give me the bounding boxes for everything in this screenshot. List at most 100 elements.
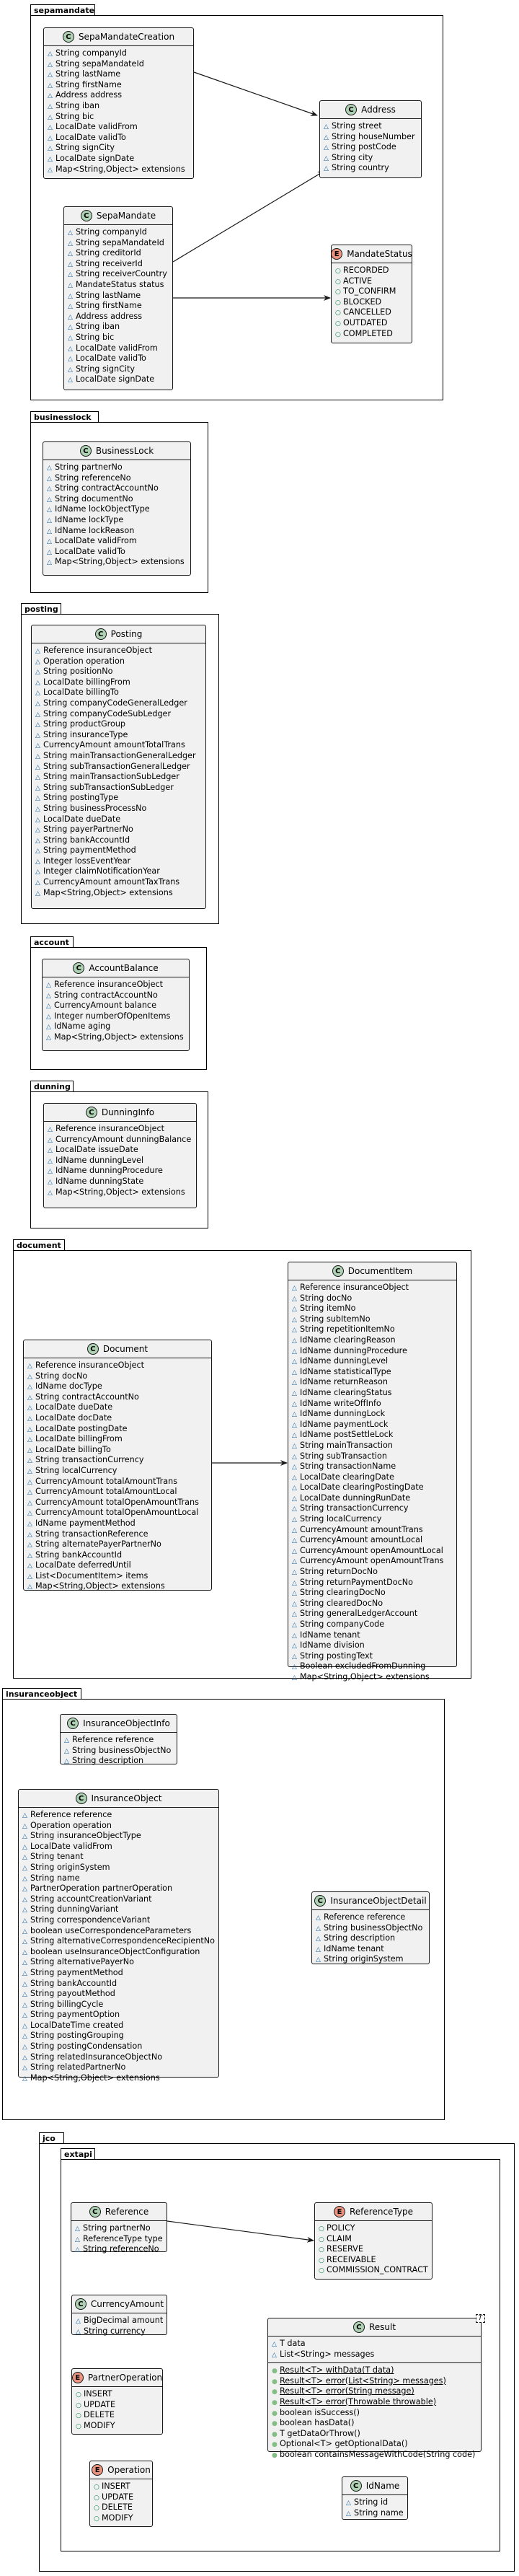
member-text: String originSystem [30, 1862, 110, 1872]
package-visibility-icon: △ [324, 165, 329, 173]
package-visibility-icon: △ [48, 145, 53, 153]
package-visibility-icon: △ [46, 1003, 51, 1011]
package-visibility-icon: △ [64, 1747, 69, 1755]
package-visibility-icon: △ [292, 1674, 297, 1682]
member-text: IdName aging [54, 1021, 111, 1032]
package-visibility-icon: △ [35, 648, 40, 655]
enum-values: ○INSERT○UPDATE○DELETE○MODIFY [90, 2479, 152, 2526]
package-visibility-icon: △ [35, 805, 40, 813]
class-field: △String lastName [68, 291, 169, 302]
class-field: △String postingCondensation [22, 2041, 216, 2052]
class-field: △String localCurrency [27, 1466, 208, 1477]
class-field: △String relatedPartnerNo [22, 2062, 216, 2073]
class-field: △String street [324, 121, 418, 132]
package-visibility-icon: △ [22, 1959, 27, 1967]
member-text: String firstName [76, 301, 142, 311]
package-visibility-icon: △ [68, 271, 73, 279]
public-circle-icon: ○ [319, 2246, 324, 2254]
member-text: Reference reference [324, 1912, 406, 1922]
enum-referencetype: E ReferenceType ○POLICY○CLAIM○RESERVE○RE… [314, 2202, 432, 2280]
package-visibility-icon: △ [68, 250, 73, 258]
member-text: String companyCodeGeneralLedger [43, 698, 187, 708]
package-visibility-icon: △ [316, 1925, 321, 1933]
class-field: △LocalDateTime created [22, 2021, 216, 2031]
class-name: InsuranceObject [91, 1793, 162, 1803]
member-text: String localCurrency [300, 1514, 382, 1524]
public-method-icon: ● [272, 2399, 278, 2406]
member-text: String payerPartnerNo [43, 825, 133, 835]
member-text: LocalDate billingFrom [35, 1434, 123, 1444]
member-text: String alternativePayerNo [30, 1957, 134, 1967]
package-visibility-icon: △ [47, 538, 52, 546]
member-text: Reference insuranceObject [35, 1360, 145, 1370]
class-field: △String docNo [27, 1371, 208, 1382]
package-visibility-icon: △ [27, 1457, 32, 1465]
public-circle-icon: ○ [335, 278, 341, 286]
class-field: △Map<String,Object> extensions [48, 164, 190, 175]
package-visibility-icon: △ [22, 1843, 27, 1851]
member-text: RESERVE [327, 2244, 363, 2254]
class-field: △IdName docType [27, 1381, 208, 1392]
class-field: △LocalDate validTo [48, 133, 190, 144]
member-text: INSERT [84, 2389, 112, 2399]
class-field: △Boolean excludedFromDunning [292, 1661, 453, 1672]
package-visibility-icon: △ [27, 1425, 32, 1433]
package-visibility-icon: △ [27, 1446, 32, 1454]
class-field: △String companyCodeSubLedger [35, 709, 203, 720]
member-text: String bic [56, 111, 94, 121]
package-visibility-icon: △ [316, 1956, 321, 1964]
member-text: Reference insuranceObject [56, 1124, 165, 1133]
class-field: △Map<String,Object> extensions [48, 1187, 193, 1198]
package-visibility-icon: △ [35, 795, 40, 803]
class-field: △String businessObjectNo [64, 1746, 174, 1757]
public-circle-icon: ○ [94, 2505, 99, 2513]
package-visibility-icon: △ [22, 2065, 27, 2072]
package-visibility-icon: △ [292, 1516, 297, 1524]
class-fields: △String partnerNo△ReferenceType type△Str… [71, 2221, 167, 2258]
class-field: △String companyCode [292, 1619, 453, 1630]
class-field: △CurrencyAmount totalAmountLocal [27, 1487, 208, 1498]
member-text: Map<String,Object> extensions [43, 887, 173, 897]
member-text: Map<String,Object> extensions [30, 2072, 160, 2083]
member-text: String paymentMethod [43, 845, 136, 856]
member-text: String houseNumber [332, 131, 415, 141]
member-text: String contractAccountNo [55, 483, 159, 493]
member-text: String postCode [332, 142, 396, 152]
member-text: String signCity [76, 364, 135, 374]
member-text: String description [324, 1933, 396, 1943]
class-field: △CurrencyAmount amountTotalTrans [35, 740, 203, 751]
member-text: String paymentOption [30, 2010, 120, 2020]
member-text: BigDecimal amount [84, 2316, 164, 2325]
class-field: △LocalDate deferredUntil [27, 1560, 208, 1571]
class-c-icon: C [74, 2298, 86, 2310]
member-text: IdName lockReason [55, 525, 135, 535]
member-text: COMMISSION_CONTRACT [327, 2265, 428, 2275]
package-visibility-icon: △ [22, 1833, 27, 1841]
class-insuranceobject: C InsuranceObject △Reference reference△O… [18, 1789, 219, 2083]
class-name: Posting [110, 629, 143, 639]
class-field: △LocalDate billingTo [35, 687, 203, 698]
class-field: △IdName clearingStatus [292, 1388, 453, 1399]
package-visibility-icon: △ [64, 1737, 69, 1744]
class-field: △IdName dunningLock [292, 1409, 453, 1420]
package-visibility-icon: △ [316, 1946, 321, 1953]
member-text: MODIFY [84, 2420, 115, 2430]
class-field: △String contractAccountNo [27, 1392, 208, 1403]
member-text: MandateStatus status [76, 279, 164, 289]
package-visibility-icon: △ [46, 992, 51, 1000]
package-visibility-icon: △ [47, 527, 52, 535]
member-text: Map<String,Object> extensions [35, 1581, 165, 1591]
class-field: △String bankAccountId [35, 835, 203, 846]
package-visibility-icon: △ [48, 113, 53, 121]
member-text: String transactionName [300, 1461, 396, 1472]
class-insuranceobjectdetail: C InsuranceObjectDetail △Reference refer… [311, 1891, 430, 1964]
package-visibility-icon: △ [292, 1432, 297, 1440]
package-visibility-icon: △ [48, 1178, 53, 1186]
class-field: △IdName dunningLevel [48, 1156, 193, 1166]
package-visibility-icon: △ [35, 731, 40, 739]
public-method-icon: ● [272, 2441, 278, 2449]
class-field: △Address address [48, 90, 190, 101]
package-visibility-icon: △ [46, 982, 51, 989]
member-text: Result<T> error(String message) [280, 2386, 414, 2396]
class-name: CurrencyAmount [90, 2299, 164, 2309]
